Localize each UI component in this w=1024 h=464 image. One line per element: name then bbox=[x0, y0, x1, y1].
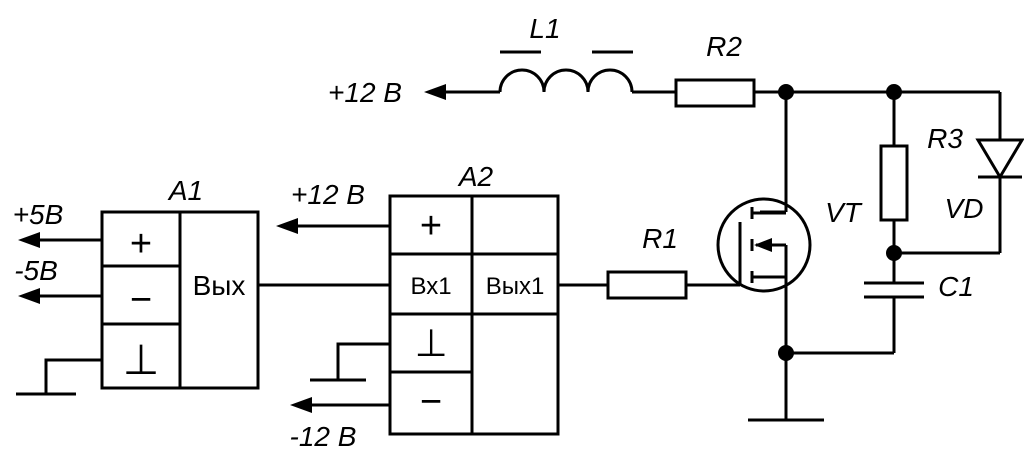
label-plus12-top: +12 В bbox=[328, 77, 402, 108]
resistor-r2 bbox=[674, 78, 756, 108]
label-a2: A2 bbox=[457, 161, 494, 192]
a2-in1-label: Вх1 bbox=[410, 273, 451, 300]
diode-vd-triangle bbox=[975, 138, 1024, 180]
junctions bbox=[778, 84, 902, 361]
junction-r3-vd bbox=[886, 245, 902, 261]
junction-source bbox=[778, 345, 794, 361]
label-r2: R2 bbox=[706, 31, 742, 62]
label-vd: VD bbox=[945, 193, 984, 224]
arrow-minus12 bbox=[290, 397, 312, 413]
inductor-l1 bbox=[498, 68, 634, 93]
label-c1: C1 bbox=[938, 271, 974, 302]
a2-out1-label: Вых1 bbox=[486, 273, 545, 300]
resistor-r1-group bbox=[558, 270, 688, 300]
junction-drain bbox=[778, 84, 794, 100]
wire-a2-ground bbox=[336, 342, 390, 380]
transistor-vt bbox=[686, 92, 824, 422]
block-a2: + Вх1 Вых1 ⊥ − bbox=[276, 194, 560, 436]
resistor-r3 bbox=[879, 144, 909, 222]
resistor-r1 bbox=[606, 270, 688, 300]
a1-out-label: Вых bbox=[193, 270, 246, 301]
transistor-arrow bbox=[754, 238, 772, 252]
label-vt: VT bbox=[825, 197, 863, 228]
label-r3: R3 bbox=[927, 123, 963, 154]
label-r1: R1 bbox=[642, 223, 678, 254]
label-minus5: -5В bbox=[14, 255, 58, 286]
transistor-vt-body bbox=[716, 197, 812, 293]
a1-minus-label: − bbox=[130, 279, 152, 321]
a1-ground-label: ⊥ bbox=[123, 336, 160, 383]
label-plus12-mid: +12 В bbox=[291, 179, 365, 210]
wire-a1-ground bbox=[44, 358, 102, 394]
label-a1: A1 bbox=[167, 175, 203, 206]
a1-plus-label: + bbox=[130, 223, 152, 265]
a2-minus-label: − bbox=[420, 381, 442, 423]
component-labels: L1 R2 +12 В R3 VT VD C1 R1 A2 A1 +12 В -… bbox=[13, 13, 984, 452]
label-minus12: -12 В bbox=[290, 421, 357, 452]
top-rail bbox=[424, 50, 1000, 108]
right-network bbox=[786, 92, 1024, 355]
label-plus5: +5В bbox=[13, 199, 64, 230]
arrow-plus5 bbox=[18, 232, 40, 248]
a2-ground-label: ⊥ bbox=[414, 323, 447, 365]
junction-rail bbox=[886, 84, 902, 100]
arrow-plus12-top bbox=[424, 84, 446, 100]
label-l1: L1 bbox=[529, 13, 560, 44]
arrow-minus5 bbox=[18, 288, 40, 304]
arrow-plus12-mid bbox=[276, 218, 298, 234]
block-a1: + − ⊥ Вых bbox=[16, 210, 260, 396]
a2-plus-label: + bbox=[420, 205, 442, 247]
